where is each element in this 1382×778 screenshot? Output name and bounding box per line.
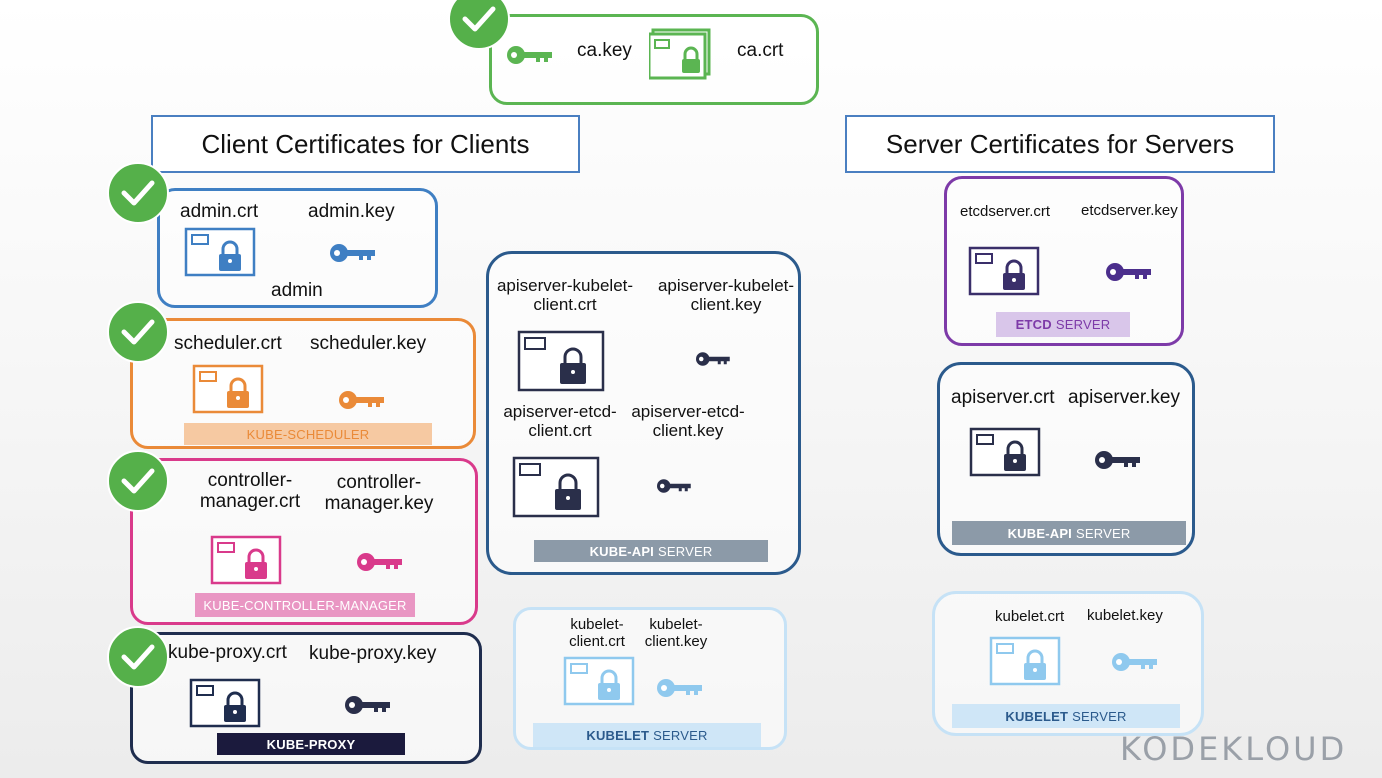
admin-crt-label: admin.crt	[180, 201, 259, 222]
ca-crt-label: ca.crt	[737, 40, 784, 61]
kube-proxy-bar: KUBE-PROXY	[217, 733, 405, 755]
controller-key-label: controller-manager.key	[324, 472, 434, 515]
admin-key-label: admin.key	[308, 201, 395, 222]
etcd-server-crt-label: etcdserver.crt	[960, 203, 1051, 220]
scheduler-key-icon	[338, 388, 388, 412]
kubelet-server-crt-label: kubelet.crt	[995, 608, 1065, 625]
ca-key-icon	[506, 43, 556, 67]
kubelet-client-crt-icon	[563, 656, 635, 706]
kube-proxy-check-icon	[107, 626, 169, 688]
apiserver-server-crt-label: apiserver.crt	[951, 387, 1055, 408]
apiserver-server-key-icon	[1094, 448, 1144, 472]
kube-proxy-key-icon	[344, 693, 394, 717]
apiserver-server-crt-icon	[969, 427, 1041, 477]
kube-proxy-crt-label: kube-proxy.crt	[168, 642, 287, 663]
controller-check-icon	[107, 450, 169, 512]
client-certificates-title: Client Certificates for Clients	[151, 115, 580, 173]
apiserver-kubelet-client-key-label: apiserver-kubelet-client.key	[657, 276, 795, 315]
apiserver-etcd-client-crt-icon	[512, 456, 600, 518]
kubelet-server-key-icon	[1111, 650, 1161, 674]
apiserver-kubelet-client-key-icon	[695, 350, 733, 368]
etcd-server-crt-icon	[968, 246, 1040, 296]
apiserver-etcd-client-key-label: apiserver-etcd-client.key	[631, 402, 745, 441]
kubelet-server-crt-icon	[989, 636, 1061, 686]
apiserver-client-box	[486, 251, 801, 575]
ca-check-icon	[448, 0, 510, 50]
admin-key-icon	[329, 241, 379, 265]
kube-proxy-key-label: kube-proxy.key	[309, 643, 437, 664]
scheduler-check-icon	[107, 301, 169, 363]
kubelet-client-crt-label: kubelet-client.crt	[569, 616, 625, 650]
scheduler-crt-label: scheduler.crt	[174, 333, 282, 354]
kube-proxy-crt-icon	[189, 678, 261, 728]
kube-controller-manager-bar: KUBE-CONTROLLER-MANAGER	[195, 593, 415, 617]
etcd-server-key-label: etcdserver.key	[1081, 202, 1178, 219]
scheduler-crt-icon	[192, 364, 264, 414]
kubelet-server-key-label: kubelet.key	[1087, 607, 1163, 624]
apiserver-etcd-client-crt-label: apiserver-etcd-client.crt	[503, 402, 617, 441]
kube-scheduler-bar: KUBE-SCHEDULER	[184, 423, 432, 445]
ca-crt-icon	[649, 28, 713, 80]
kodekloud-logo: KODEKLOUD	[1120, 730, 1348, 768]
apiserver-kubelet-client-crt-icon	[517, 330, 605, 392]
controller-crt-icon	[210, 535, 282, 585]
controller-key-icon	[356, 550, 406, 574]
kubelet-client-key-icon	[656, 676, 706, 700]
controller-crt-label: controller-manager.crt	[199, 470, 301, 513]
ca-key-label: ca.key	[577, 40, 632, 61]
admin-crt-icon	[184, 227, 256, 277]
admin-check-icon	[107, 162, 169, 224]
server-certificates-title: Server Certificates for Servers	[845, 115, 1275, 173]
scheduler-key-label: scheduler.key	[310, 333, 427, 354]
admin-name-label: admin	[271, 280, 323, 301]
apiserver-etcd-client-key-icon	[656, 477, 694, 495]
kubelet-client-key-label: kubelet-client.key	[644, 616, 708, 650]
etcd-server-key-icon	[1105, 260, 1155, 284]
apiserver-server-key-label: apiserver.key	[1068, 387, 1180, 408]
apiserver-kubelet-client-crt-label: apiserver-kubelet-client.crt	[496, 276, 634, 315]
